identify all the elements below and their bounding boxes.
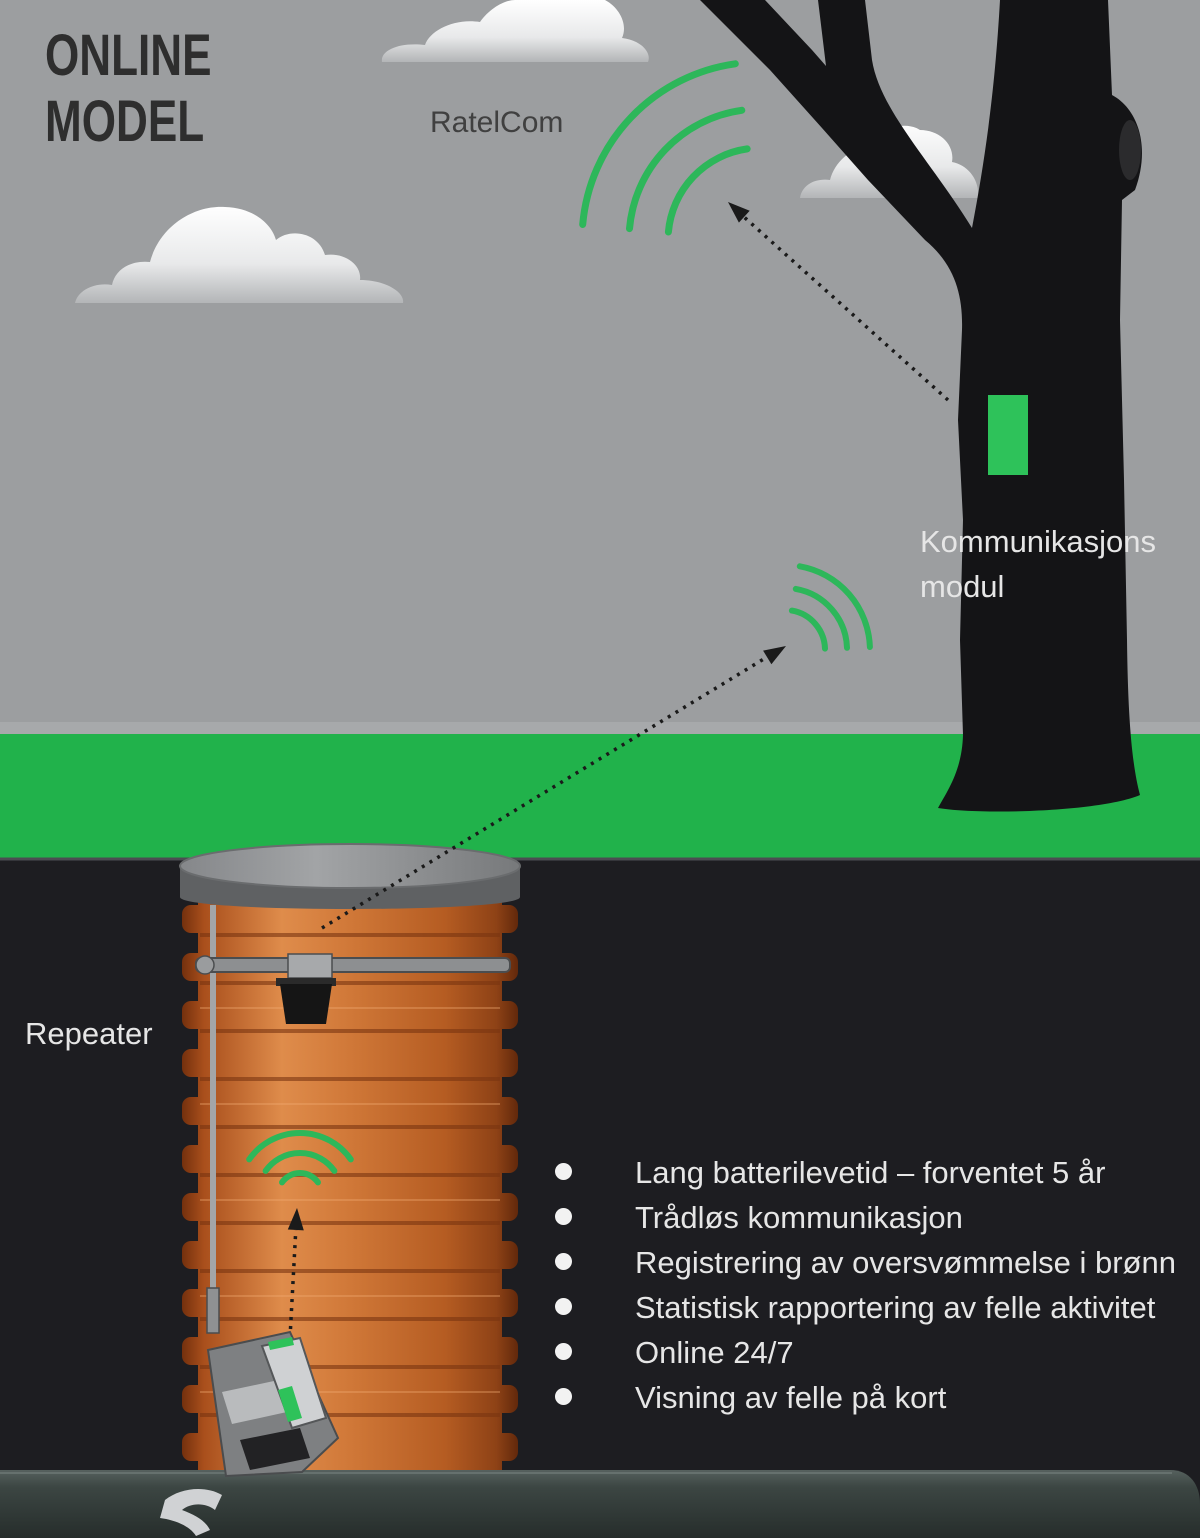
bullet-dot-icon xyxy=(555,1208,572,1225)
trap-sensor xyxy=(278,1386,302,1422)
bullet-dot-icon xyxy=(555,1343,572,1360)
dotted-arrow-icon xyxy=(287,1208,304,1339)
bullet-dot-icon xyxy=(555,1388,572,1405)
signal-arc-inner xyxy=(788,607,828,652)
feature-item: Statistisk rapportering av felle aktivit… xyxy=(548,1285,1198,1330)
manhole-well xyxy=(179,843,521,1470)
well-rib xyxy=(182,905,518,933)
bullet-dot-icon xyxy=(555,1253,572,1270)
signal-arc-outer xyxy=(796,563,873,650)
horizon-band xyxy=(0,722,1200,734)
signal-arc-middle xyxy=(626,106,746,233)
title-line-1: ONLINE xyxy=(45,23,212,88)
feature-list: Lang batterilevetid – forventet 5 år Trå… xyxy=(548,1150,1198,1420)
well-rib-shading xyxy=(200,933,500,1417)
well-lid xyxy=(179,843,521,889)
arrow-trap-to-repeater xyxy=(288,1229,298,1339)
trap-slot xyxy=(240,1428,310,1470)
arrow-module-to-ratelcom xyxy=(742,215,950,402)
arrow-head xyxy=(728,202,750,223)
dotted-arrow-icon xyxy=(321,646,786,930)
trap-sensor-top xyxy=(268,1337,294,1350)
signal-arc-middle xyxy=(792,585,850,651)
trap-connector xyxy=(206,1287,220,1334)
communication-module-label: Kommunikasjons modul xyxy=(920,519,1190,609)
page-title: ONLINE MODEL xyxy=(45,23,220,155)
signal-arc-outer xyxy=(579,60,739,228)
ratelcom-label: RatelCom xyxy=(430,106,564,139)
mounting-pole xyxy=(210,905,216,1295)
module-label-line-1: Kommunikasjons xyxy=(920,524,1157,559)
feature-text: Registrering av oversvømmelse i brønn xyxy=(635,1245,1176,1280)
arrow-repeater-to-module xyxy=(321,655,768,930)
well-rib xyxy=(182,1289,518,1317)
mounting-bar xyxy=(195,957,511,973)
dotted-arrow-icon xyxy=(728,202,950,402)
mounting-bolt xyxy=(195,955,215,975)
feature-item: Trådløs kommunikasjon xyxy=(548,1195,1198,1240)
feature-item: Lang batterilevetid – forventet 5 år xyxy=(548,1150,1198,1195)
cloud-left xyxy=(75,206,404,303)
feature-text: Visning av felle på kort xyxy=(635,1380,947,1415)
communication-module-icon xyxy=(988,395,1028,475)
arrow-head xyxy=(763,646,786,665)
repeater-bracket xyxy=(287,953,333,979)
tree-silhouette xyxy=(700,0,1142,812)
signal-arc-inner xyxy=(664,145,751,236)
well-rib xyxy=(182,1097,518,1125)
feature-text: Trådløs kommunikasjon xyxy=(635,1200,963,1235)
signal-arc-inner xyxy=(279,1170,321,1186)
trap-device xyxy=(160,1287,340,1536)
module-label-line-2: modul xyxy=(920,569,1005,604)
trap-hook xyxy=(160,1488,222,1536)
wifi-signal-icon xyxy=(246,1130,354,1186)
arrow-head xyxy=(287,1208,304,1231)
bullet-dot-icon xyxy=(555,1163,572,1180)
well-rib xyxy=(182,1001,518,1029)
feature-item: Visning av felle på kort xyxy=(548,1375,1198,1420)
feature-text: Statistisk rapportering av felle aktivit… xyxy=(635,1290,1156,1325)
well-rib xyxy=(182,1193,518,1221)
repeater-cap xyxy=(276,978,336,986)
well-rib xyxy=(182,1049,518,1077)
repeater-label: Repeater xyxy=(25,1016,153,1051)
cloud-top xyxy=(381,0,649,62)
feature-text: Lang batterilevetid – forventet 5 år xyxy=(635,1155,1106,1190)
signal-arc-outer xyxy=(246,1130,354,1163)
feature-text: Online 24/7 xyxy=(635,1335,794,1370)
tree-knot xyxy=(1119,120,1141,180)
well-rib xyxy=(182,1241,518,1269)
wifi-signal-icon xyxy=(788,563,873,652)
sewer-pipe xyxy=(0,1470,1200,1538)
repeater-device xyxy=(280,984,332,1024)
feature-item: Registrering av oversvømmelse i brønn xyxy=(548,1240,1198,1285)
title-line-2: MODEL xyxy=(45,89,205,154)
signal-arc-middle xyxy=(262,1150,338,1174)
feature-item: Online 24/7 xyxy=(548,1330,1198,1375)
bullet-dot-icon xyxy=(555,1298,572,1315)
wifi-signal-icon xyxy=(579,60,751,236)
